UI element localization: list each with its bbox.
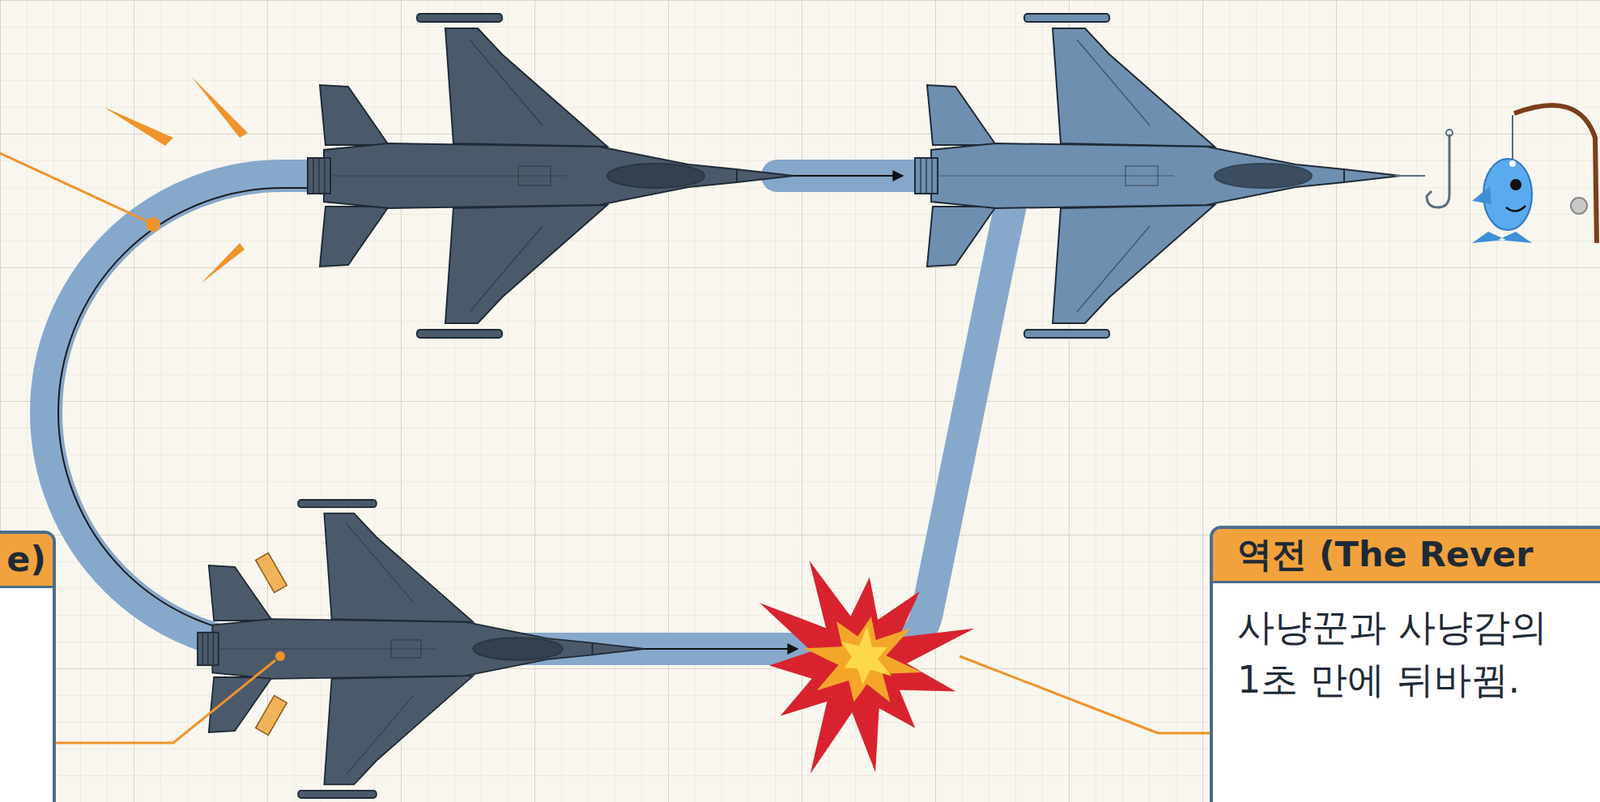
jet-bottom — [197, 499, 645, 798]
jet-hunter — [307, 13, 794, 338]
jet-target — [914, 13, 1401, 338]
explosion — [759, 560, 975, 774]
callout-heading: e) — [0, 533, 53, 588]
fish-icon — [1472, 158, 1532, 243]
callout-box: e) — [0, 530, 56, 802]
callout-box: 역전 (The Rever사냥꾼과 사냥감의 1초 만에 뒤바뀜. — [1209, 525, 1600, 802]
callout-heading: 역전 (The Rever — [1212, 528, 1600, 583]
callout-body: 사냥꾼과 사냥감의 1초 만에 뒤바뀜. — [1212, 582, 1600, 711]
